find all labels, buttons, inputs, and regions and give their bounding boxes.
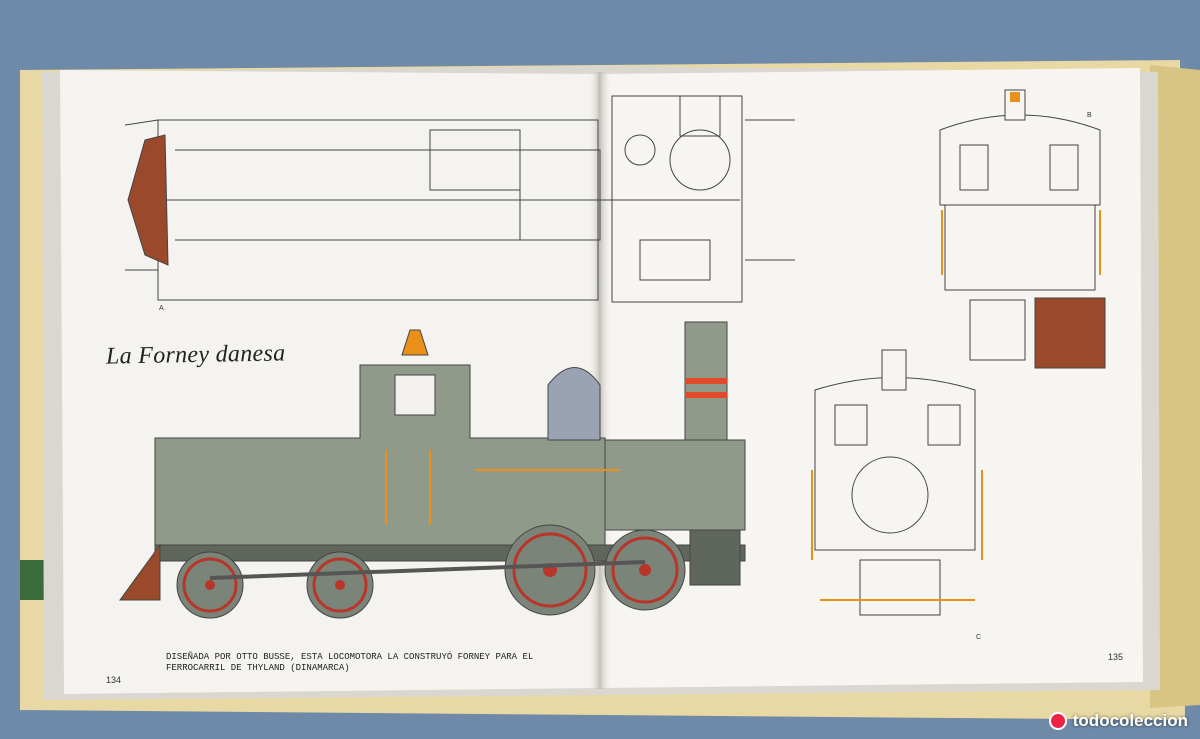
wheel-driver-left — [504, 524, 596, 616]
figure-caption: Diseñada por Otto Busse, esta locomotora… — [166, 652, 534, 673]
watermark: todocoleccion — [1048, 711, 1188, 731]
end-view-c — [811, 349, 983, 616]
wheel-driver-right — [604, 529, 686, 611]
page-title: La Forney danesa — [105, 340, 286, 370]
page-number-right: 135 — [1108, 652, 1124, 662]
figure-label-a: A — [159, 305, 164, 312]
page-number-left: 134 — [106, 675, 122, 685]
todocoleccion-logo-icon — [1048, 712, 1067, 730]
watermark-text: todocoleccion — [1072, 711, 1188, 730]
locomotive-side-view — [119, 321, 746, 619]
end-view-b — [939, 89, 1106, 369]
section-drawing-a — [124, 95, 795, 303]
wheel-rear — [176, 551, 244, 619]
figure-label-c: C — [976, 634, 982, 641]
wheel-middle — [306, 551, 374, 619]
figure-label-b: B — [1087, 112, 1092, 119]
section-a-cowcatcher — [127, 134, 169, 266]
cover-right-edge — [1150, 65, 1200, 708]
cowcatcher — [119, 543, 161, 601]
